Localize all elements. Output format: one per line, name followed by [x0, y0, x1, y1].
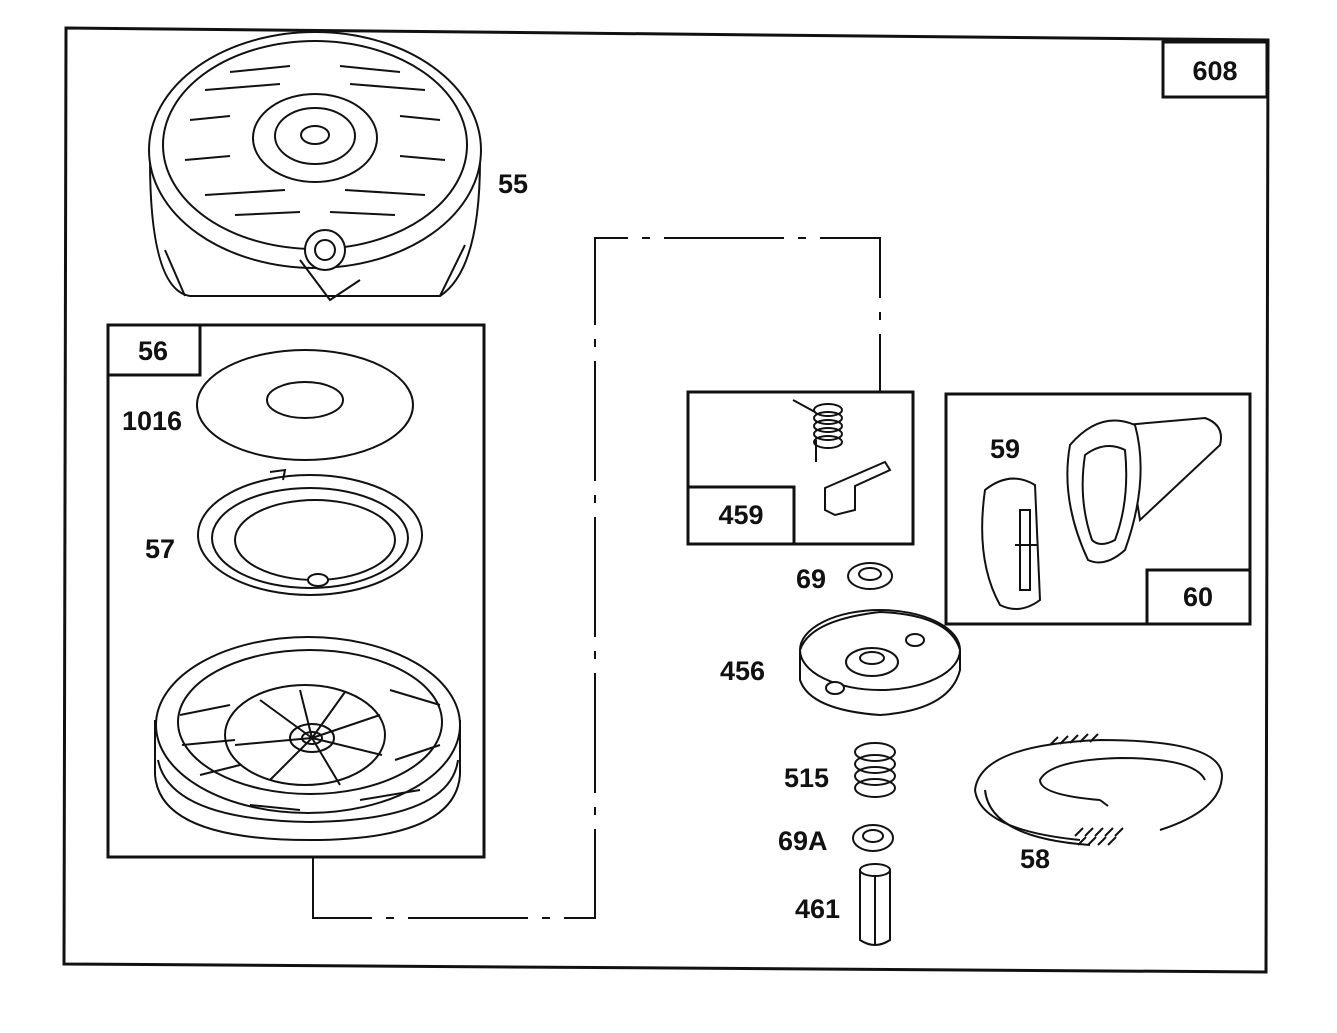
part-515-spring [854, 742, 896, 798]
part-1016-washer: 1016 [122, 349, 414, 461]
part-57-rewind-spring: 57 [145, 468, 423, 596]
label-1016: 1016 [122, 406, 182, 436]
label-58: 58 [1020, 844, 1050, 874]
label-69: 69 [796, 564, 826, 594]
part-461-retainer: 461 [795, 863, 891, 946]
pawl [824, 460, 892, 517]
part-60-group: 60 59 [944, 392, 1252, 626]
label-456: 456 [720, 656, 765, 686]
starter-handle [1066, 416, 1222, 564]
label-69A: 69A [778, 826, 828, 856]
part-459-group: 459 [686, 390, 915, 546]
dashed-connector [312, 237, 881, 919]
pawl-spring [792, 399, 843, 462]
part-456-ratchet: 456 [720, 609, 961, 717]
part-58-rope: 58 [973, 733, 1224, 874]
part-69-washer: 69 [796, 562, 893, 594]
label-59: 59 [990, 434, 1020, 464]
part-56-group: 56 1016 57 [106, 323, 486, 859]
label-56: 56 [138, 336, 168, 366]
label-60: 60 [1183, 582, 1213, 612]
pulley [154, 636, 461, 842]
label-55: 55 [498, 169, 528, 199]
callout-608: 608 [1161, 40, 1269, 99]
label-57: 57 [145, 534, 175, 564]
part-55-blower-housing: 55 [148, 31, 528, 302]
label-515: 515 [784, 763, 829, 793]
part-59-handle-insert: 59 [981, 434, 1042, 610]
label-461: 461 [795, 894, 840, 924]
outer-frame [62, 26, 1270, 974]
label-608: 608 [1192, 56, 1237, 86]
label-459: 459 [718, 500, 763, 530]
part-69A-washer: 69A [778, 824, 894, 856]
